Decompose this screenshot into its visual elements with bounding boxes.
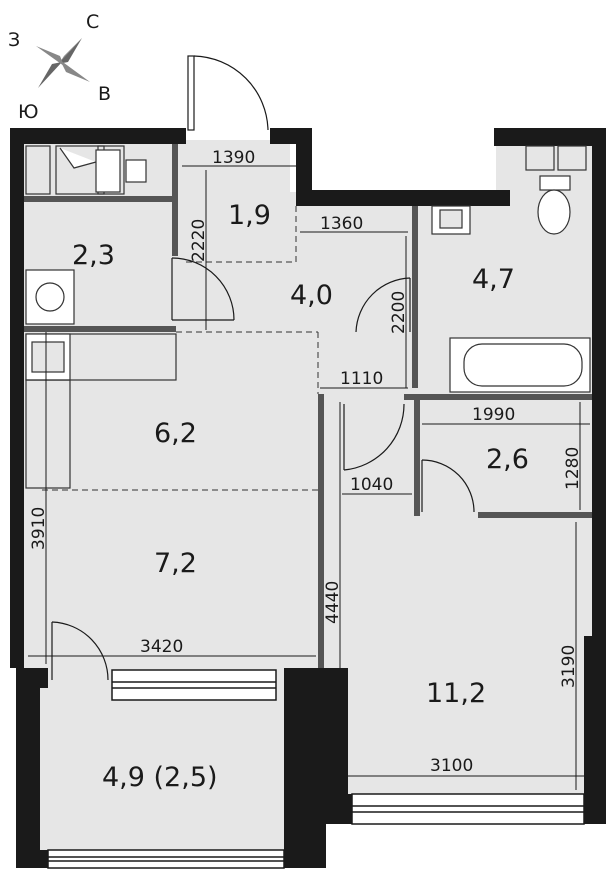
room-area-loggia: 4,9 (2,5): [102, 762, 218, 793]
room-area-pantry: 2,3: [72, 240, 115, 271]
room-labels: 1,9 2,3 4,0 4,7 6,2 7,2 2,6 11,2 4,9 (2,…: [72, 200, 529, 793]
toilet-bowl: [537, 189, 571, 235]
dim-3100: 3100: [430, 756, 473, 776]
dim-2220: 2220: [189, 219, 209, 262]
dim-1360: 1360: [320, 214, 363, 234]
compass-west-label: З: [8, 29, 20, 51]
room-area-corridor: 4,0: [290, 280, 333, 311]
dim-1280: 1280: [563, 447, 583, 490]
dim-3190: 3190: [559, 645, 579, 688]
toilet-tank: [539, 175, 571, 191]
floor-areas: [24, 140, 592, 850]
room-area-bedroom: 11,2: [426, 678, 486, 709]
dim-3910: 3910: [29, 507, 49, 550]
room-area-kitchen: 6,2: [154, 418, 197, 449]
dim-1110: 1110: [340, 369, 383, 389]
compass-rose: С З В Ю: [8, 11, 111, 123]
dim-1040: 1040: [350, 475, 393, 495]
dimension-lines: [28, 165, 590, 790]
partitions: [24, 144, 592, 668]
compass-south-label: Ю: [18, 101, 39, 123]
dim-3420: 3420: [140, 637, 183, 657]
dim-4440: 4440: [323, 581, 343, 624]
room-area-wardrobe: 2,6: [486, 444, 529, 475]
windows: [47, 669, 585, 869]
room-area-living: 7,2: [154, 548, 197, 579]
dimension-labels: 1390 2220 1360 2200 1110 1990 1280 1040 …: [29, 148, 583, 776]
dim-2200: 2200: [389, 291, 409, 334]
room-area-bathroom: 4,7: [472, 264, 515, 295]
room-area-hall: 1,9: [228, 200, 271, 231]
dim-1990: 1990: [472, 405, 515, 425]
fixtures: [25, 145, 591, 489]
zone-separators: [42, 206, 319, 491]
dim-1390: 1390: [212, 148, 255, 168]
compass-east-label: В: [98, 83, 111, 105]
doors: [51, 55, 475, 681]
compass-north-label: С: [86, 11, 99, 33]
